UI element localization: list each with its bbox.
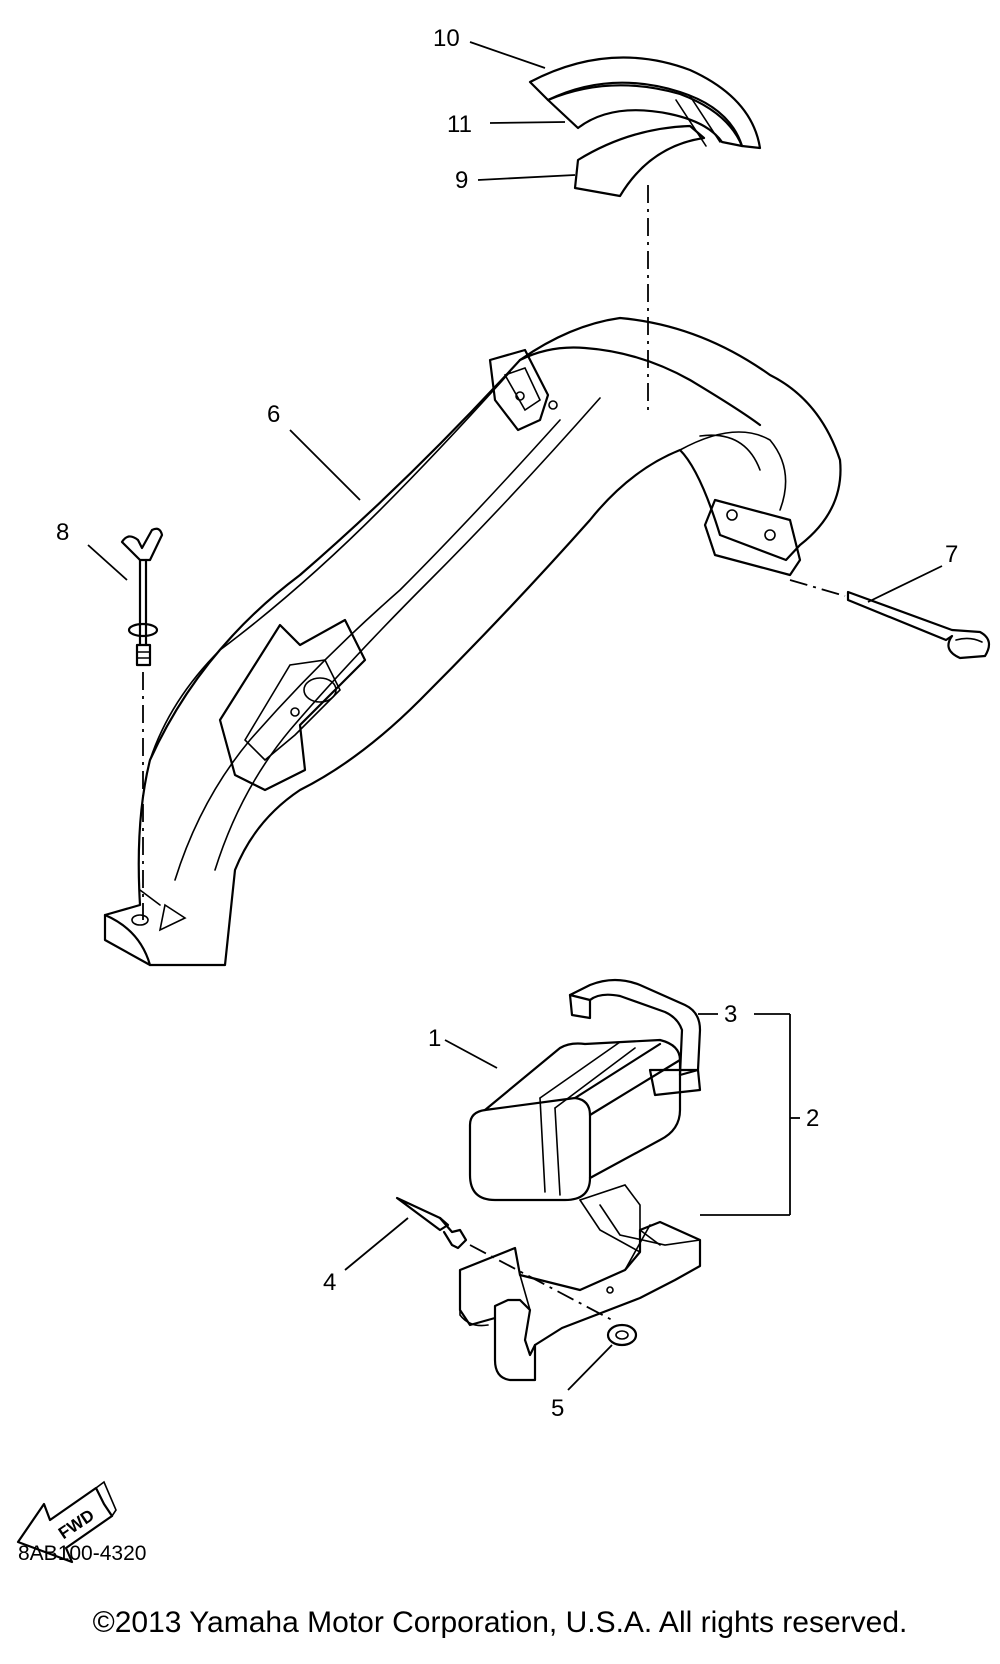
callout-10: 10 <box>433 25 460 52</box>
callout-2: 2 <box>806 1105 819 1132</box>
callout-7: 7 <box>945 541 958 568</box>
callout-4: 4 <box>323 1269 336 1296</box>
leader-lines <box>87 41 943 1391</box>
rear-fender-part-6 <box>103 316 842 967</box>
strap-part-3 <box>568 978 702 1097</box>
holder-part-2 <box>458 1184 702 1382</box>
nut-part-5 <box>606 1323 638 1347</box>
parts-diagram: 10 11 9 6 8 7 1 3 2 4 5 FWD <box>16 25 991 1564</box>
callout-8: 8 <box>56 519 69 546</box>
emblem-part-10 <box>528 56 762 150</box>
callout-3: 3 <box>724 1001 737 1028</box>
callout-5: 5 <box>551 1395 564 1422</box>
callout-1: 1 <box>428 1025 441 1052</box>
callout-9: 9 <box>455 167 468 194</box>
emblem-part-9 <box>573 124 706 198</box>
tool-bag-part-1 <box>468 1038 682 1202</box>
copyright-notice: ©2013 Yamaha Motor Corporation, U.S.A. A… <box>92 1606 908 1639</box>
pin-part-7 <box>789 579 991 660</box>
emblem-assembly <box>528 56 762 198</box>
callout-6: 6 <box>267 401 280 428</box>
screw-part-4 <box>395 1196 613 1321</box>
callout-labels: 10 11 9 6 8 7 1 3 2 4 5 <box>56 25 958 1422</box>
callout-11: 11 <box>447 111 472 138</box>
wing-bolt-part-8 <box>120 527 164 920</box>
emblem-part-11 <box>546 84 744 148</box>
diagram-code: 8AB100-4320 <box>18 1542 147 1565</box>
